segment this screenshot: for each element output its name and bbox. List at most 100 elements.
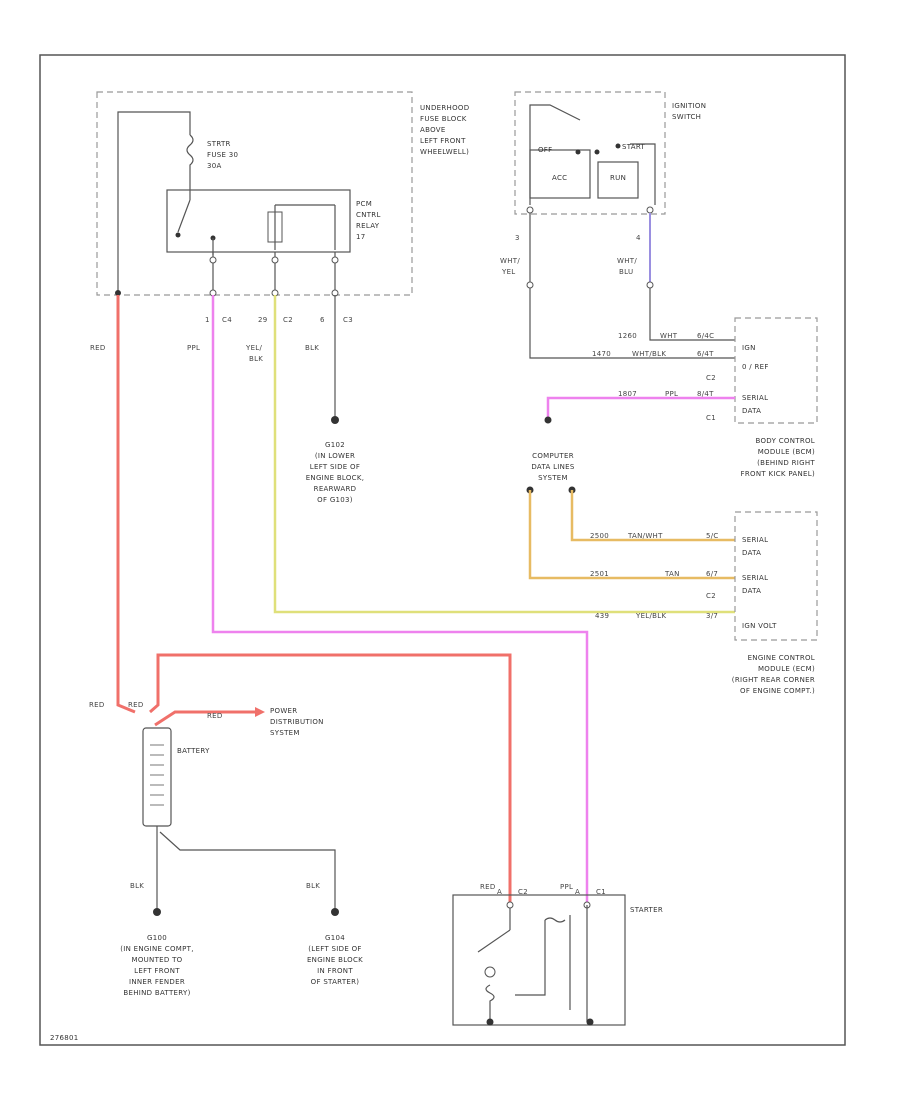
ignition-title-2: SWITCH	[672, 113, 701, 121]
svg-text:G100: G100	[147, 934, 167, 942]
starter-pin-a2: A	[575, 888, 580, 896]
svg-text:INNER FENDER: INNER FENDER	[129, 978, 185, 986]
ign-wire-1b: YEL	[501, 268, 516, 276]
svg-text:IN FRONT: IN FRONT	[317, 967, 353, 975]
battery-red-label-2: RED	[128, 701, 144, 709]
starter-pin-c1: C1	[596, 888, 606, 896]
bcm-pin-data: DATA	[742, 407, 761, 415]
bcm-wire1-b: WHT	[660, 332, 678, 340]
relay-label-3: RELAY	[356, 222, 380, 230]
pin-c2: C2	[283, 316, 293, 324]
power-distribution-label: POWER DISTRIBUTION SYSTEM	[270, 707, 324, 737]
svg-text:LEFT FRONT: LEFT FRONT	[134, 967, 180, 975]
bcm-pin-ref: 0 / REF	[742, 363, 769, 371]
ign-pin-3: 3	[515, 234, 520, 242]
ground-g102-label: G102 (IN LOWER LEFT SIDE OF ENGINE BLOCK…	[306, 441, 365, 504]
bcm-outline	[734, 317, 818, 424]
pin-6: 6	[320, 316, 325, 324]
relay-contact	[177, 190, 191, 233]
fuse-block-title-5: WHEELWELL)	[420, 148, 469, 156]
ecm-pin-data-1: DATA	[742, 549, 761, 557]
fuse-block-title-3: ABOVE	[420, 126, 446, 134]
bcm-pin-c1: C1	[706, 414, 716, 422]
wire-label-ppl-main: PPL	[187, 344, 200, 352]
diagram-frame	[39, 54, 846, 1046]
diagram-id: 276801	[50, 1034, 79, 1042]
wire-ppl-starter	[211, 295, 589, 905]
battery-red-label-1: RED	[89, 701, 105, 709]
svg-text:DATA LINES: DATA LINES	[531, 463, 575, 471]
ecm-wire2-b: TAN	[664, 570, 680, 578]
ign-pos-off: OFF	[538, 146, 552, 154]
fuse-label-2: FUSE 30	[207, 151, 238, 159]
ecm-wire1-a: 2500	[590, 532, 609, 540]
svg-text:ENGINE BLOCK,: ENGINE BLOCK,	[306, 474, 365, 482]
wire-blk-g104	[159, 831, 336, 910]
ign-wire-2a: WHT/	[617, 257, 637, 265]
ecm-wire2-c: 6/7	[706, 570, 718, 578]
wire-label-yel: YEL/	[245, 344, 262, 352]
starter-body	[452, 894, 626, 1026]
bcm-wire3-c: 8/4T	[697, 390, 714, 398]
fuse-feed-wire	[117, 111, 191, 295]
svg-text:SYSTEM: SYSTEM	[270, 729, 300, 737]
svg-text:OF STARTER): OF STARTER)	[311, 978, 360, 986]
ecm-title-4: OF ENGINE COMPT.)	[740, 687, 815, 695]
ecm-wire3-b: YEL/BLK	[635, 612, 666, 620]
wire-label-blk-relay: BLK	[305, 344, 319, 352]
starter-label: STARTER	[630, 906, 663, 914]
bcm-wire2-b: WHT/BLK	[632, 350, 666, 358]
pin-c3: C3	[343, 316, 353, 324]
ground-g100-dot	[153, 908, 161, 916]
starter-ppl-label: PPL	[560, 883, 573, 891]
wire-label-red-main: RED	[90, 344, 106, 352]
pin-1: 1	[205, 316, 210, 324]
wire-red-main	[116, 295, 136, 714]
bcm-pin-serial: SERIAL	[742, 394, 768, 402]
ground-g104-dot	[331, 908, 339, 916]
ecm-title-3: (RIGHT REAR CORNER	[732, 676, 815, 684]
starter-pin-c2: C2	[518, 888, 528, 896]
ecm-outline	[734, 511, 818, 641]
wire-red-starter	[149, 653, 512, 905]
ecm-wire2-a: 2501	[590, 570, 609, 578]
svg-text:DISTRIBUTION: DISTRIBUTION	[270, 718, 324, 726]
bcm-pin-ign: IGN	[742, 344, 756, 352]
fuse-block-title-2: FUSE BLOCK	[420, 115, 467, 123]
starter-pin-a1: A	[497, 888, 502, 896]
wire-tan-wht	[570, 490, 735, 542]
ign-pos-start: START	[622, 143, 646, 151]
bcm-title-3: (BEHIND RIGHT	[757, 459, 815, 467]
fuse-block-title-1: UNDERHOOD	[420, 104, 469, 112]
battery-body	[142, 727, 172, 827]
relay-coil	[274, 204, 336, 250]
ecm-wire1-b: TAN/WHT	[627, 532, 663, 540]
fuse-block-title-4: LEFT FRONT	[420, 137, 466, 145]
svg-text:(LEFT SIDE OF: (LEFT SIDE OF	[308, 945, 361, 953]
bcm-wire1-a: 1260	[618, 332, 637, 340]
bcm-title-4: FRONT KICK PANEL)	[741, 470, 815, 478]
ignition-switch: IGNITION SWITCH OFF ACC RUN START 3 4 WH…	[500, 91, 706, 276]
bcm-wire2-a: 1470	[592, 350, 611, 358]
ign-pin-4: 4	[636, 234, 641, 242]
ecm-title-1: ENGINE CONTROL	[748, 654, 815, 662]
svg-text:(IN LOWER: (IN LOWER	[315, 452, 355, 460]
wire-tan	[528, 490, 735, 580]
relay-label-1: PCM	[356, 200, 372, 208]
ign-pos-acc: ACC	[552, 174, 567, 182]
fuse-30-symbol	[186, 134, 194, 190]
ecm-wire1-c: 5/C	[706, 532, 719, 540]
ign-wire-1a: WHT/	[500, 257, 520, 265]
bcm-wire3-a: 1807	[618, 390, 637, 398]
wire-ppl-bcm-data	[546, 396, 735, 420]
bcm-wire3-b: PPL	[665, 390, 678, 398]
ecm-wire3-c: 3/7	[706, 612, 718, 620]
battery-blk-label-1: BLK	[130, 882, 144, 890]
pin-29: 29	[258, 316, 268, 324]
starter-motor-symbol	[484, 966, 496, 978]
body-control-module: IGN 0 / REF C2 SERIAL DATA C1 BODY CONTR…	[706, 317, 818, 478]
ignition-title-1: IGNITION	[672, 102, 706, 110]
starter-solenoid	[515, 905, 588, 1022]
bcm-title-2: MODULE (BCM)	[758, 448, 815, 456]
